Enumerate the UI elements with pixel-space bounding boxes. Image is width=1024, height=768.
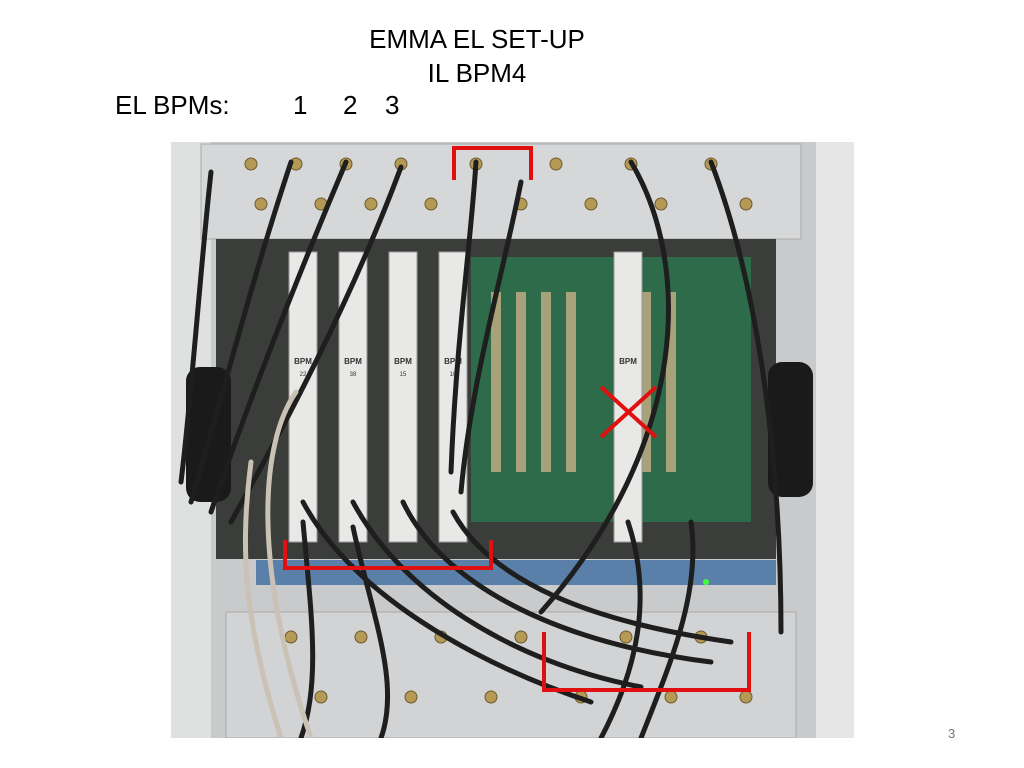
rack-photo: BPM BPM BPM BPM BPM 22 38 15 10 <box>171 142 854 738</box>
card-label: BPM <box>444 357 462 366</box>
card-number: 22 <box>300 372 307 378</box>
bpm-number-1: 1 <box>293 90 308 120</box>
bpm-number-3: 3 <box>385 90 400 120</box>
card-label: BPM <box>394 357 412 366</box>
card-number: 15 <box>400 372 407 378</box>
slide-title-line2: IL BPM4 <box>427 58 527 88</box>
card-label: BPM <box>619 357 637 366</box>
bpm-number-2: 2 <box>343 90 358 120</box>
card-number: 10 <box>450 372 457 378</box>
slide-title-line1: EMMA EL SET-UP <box>369 24 585 54</box>
page-number: 3 <box>948 726 956 741</box>
card-label: BPM <box>344 357 362 366</box>
el-bpms-label: EL BPMs: <box>115 90 230 120</box>
card-number: 38 <box>350 372 357 378</box>
card-label: BPM <box>294 357 312 366</box>
